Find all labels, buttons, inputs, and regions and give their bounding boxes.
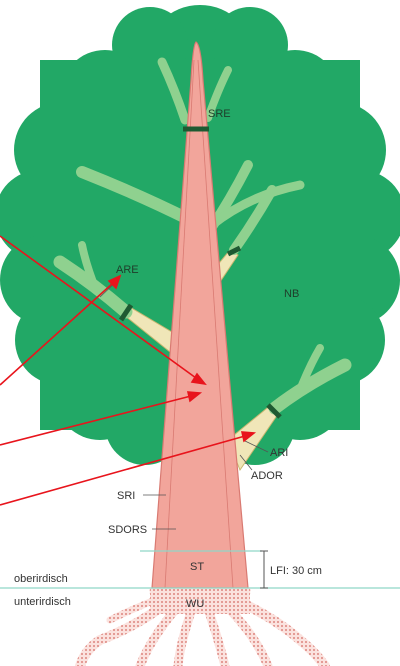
label-st: ST: [190, 561, 204, 573]
lfi-bracket: [260, 551, 268, 588]
label-below-ground: unterirdisch: [14, 596, 71, 608]
label-nb: NB: [284, 288, 299, 300]
label-sdors: SDORS: [108, 524, 147, 536]
label-sri: SRI: [117, 490, 135, 502]
label-ador: ADOR: [251, 470, 283, 482]
label-ari: ARI: [270, 447, 288, 459]
label-are: ARE: [116, 264, 139, 276]
label-sre: SRE: [208, 108, 231, 120]
label-lfi: LFI: 30 cm: [270, 565, 322, 577]
label-above-ground: oberirdisch: [14, 573, 68, 585]
label-wu: WU: [186, 598, 204, 610]
